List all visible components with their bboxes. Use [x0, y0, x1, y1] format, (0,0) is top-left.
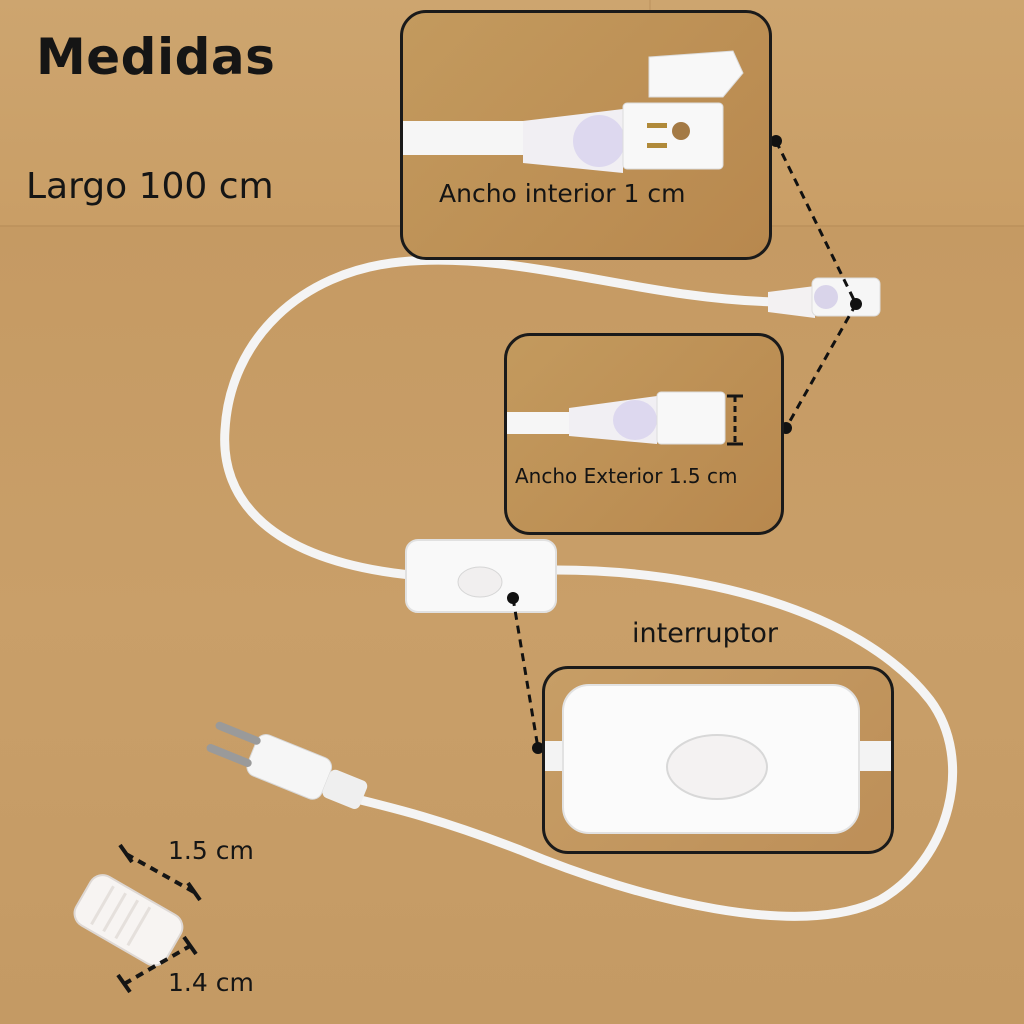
cap-dimension-top	[118, 843, 202, 902]
end-cap	[73, 874, 184, 967]
switch-inset	[542, 666, 894, 854]
page-title: Medidas	[36, 28, 276, 86]
power-plug	[206, 721, 368, 809]
callout-leader-outer	[780, 303, 858, 434]
closed-connector-photo	[507, 391, 743, 446]
cable	[335, 565, 958, 921]
outer-width-label: Ancho Exterior 1.5 cm	[515, 464, 738, 488]
cap-width-label-1: 1.5 cm	[168, 836, 254, 865]
switch-closeup-photo	[545, 684, 891, 834]
callout-leader-switch	[507, 592, 544, 754]
outer-width-inset: Ancho Exterior 1.5 cm	[504, 333, 784, 535]
switch-label: interruptor	[632, 618, 778, 649]
inner-width-label: Ancho interior 1 cm	[439, 179, 686, 208]
led-connector	[768, 277, 881, 318]
inner-width-inset: Ancho interior 1 cm	[400, 10, 772, 260]
open-connector-photo	[403, 50, 744, 173]
cable	[220, 255, 785, 580]
cap-dimension-bottom	[116, 935, 198, 994]
inline-switch	[405, 539, 557, 613]
cap-width-label-2: 1.4 cm	[168, 968, 254, 997]
length-label: Largo 100 cm	[26, 166, 274, 207]
